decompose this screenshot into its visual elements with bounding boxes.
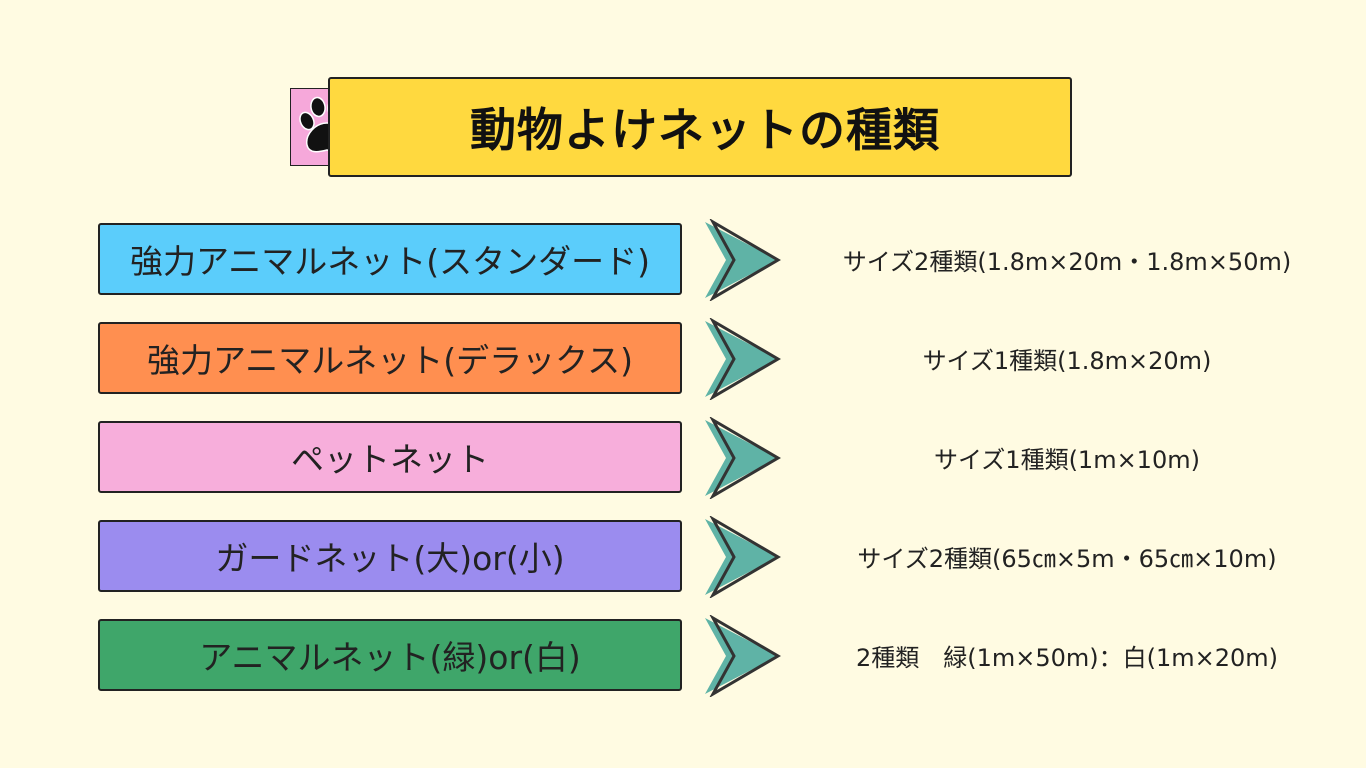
arrow-icon	[700, 219, 784, 301]
net-row: 強力アニマルネット(デラックス) サイズ1種類(1.8m×20m)	[0, 318, 1366, 400]
net-row: アニマルネット(緑)or(白) 2種類 緑(1m×50m)：白(1m×20m)	[0, 615, 1366, 697]
net-size-description: サイズ2種類(65㎝×5m・65㎝×10m)	[857, 544, 1277, 573]
net-type-label: ガードネット(大)or(小)	[98, 520, 682, 592]
net-size-description: サイズ2種類(1.8m×20m・1.8m×50m)	[842, 247, 1292, 276]
arrow-icon	[700, 417, 784, 499]
title-banner: 動物よけネットの種類	[328, 77, 1072, 177]
net-size-description: サイズ1種類(1.8m×20m)	[922, 346, 1212, 375]
page-title: 動物よけネットの種類	[470, 103, 940, 157]
net-row: ペットネット サイズ1種類(1m×10m)	[0, 417, 1366, 499]
arrow-icon	[700, 516, 784, 598]
net-size-description: 2種類 緑(1m×50m)：白(1m×20m)	[855, 643, 1279, 672]
net-row: ガードネット(大)or(小) サイズ2種類(65㎝×5m・65㎝×10m)	[0, 516, 1366, 598]
net-size-description: サイズ1種類(1m×10m)	[934, 445, 1200, 474]
net-row: 強力アニマルネット(スタンダード) サイズ2種類(1.8m×20m・1.8m×5…	[0, 219, 1366, 301]
net-type-label: ペットネット	[98, 421, 682, 493]
arrow-icon	[700, 615, 784, 697]
net-type-label: 強力アニマルネット(スタンダード)	[98, 223, 682, 295]
net-type-label: 強力アニマルネット(デラックス)	[98, 322, 682, 394]
arrow-icon	[700, 318, 784, 400]
net-type-label: アニマルネット(緑)or(白)	[98, 619, 682, 691]
